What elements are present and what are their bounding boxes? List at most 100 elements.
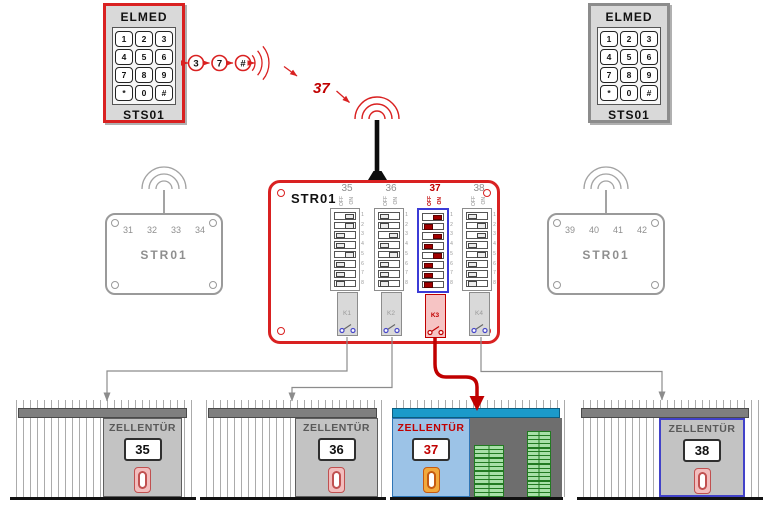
relay-contact-icon — [470, 324, 488, 334]
crate — [527, 464, 551, 481]
left-antenna-icon — [141, 166, 187, 213]
relay-label: K3 — [430, 312, 440, 320]
screw-icon — [209, 281, 217, 289]
dip-switch-7[interactable] — [334, 270, 357, 278]
dip-switch-3[interactable] — [422, 232, 445, 240]
key-hash[interactable]: # — [640, 85, 658, 101]
dip-switch-5[interactable] — [378, 250, 401, 259]
dip-knob — [336, 281, 346, 287]
dip-switch-4[interactable] — [334, 241, 357, 249]
key-4[interactable]: 4 — [115, 49, 133, 65]
key-5[interactable]: 5 — [620, 49, 638, 65]
dip-row-numbers: 1 2 3 4 5 6 7 8 — [361, 212, 364, 286]
door-rail — [581, 408, 749, 418]
key-6[interactable]: 6 — [155, 49, 173, 65]
dip-switch-1[interactable] — [422, 213, 445, 221]
key-0[interactable]: 0 — [620, 85, 638, 101]
dip-switch-6[interactable] — [334, 260, 357, 268]
dip-switch-8[interactable] — [466, 279, 489, 288]
dip-knob — [380, 261, 390, 268]
key-star[interactable]: * — [600, 85, 618, 101]
off-label: OFF — [470, 196, 477, 206]
wire-k4-door38 — [480, 337, 666, 401]
key-3[interactable]: 3 — [155, 31, 173, 47]
dip-switch-7[interactable] — [378, 270, 401, 278]
dip-knob — [389, 252, 399, 258]
dip-switch-7[interactable] — [466, 270, 489, 278]
key-6[interactable]: 6 — [640, 49, 658, 65]
keypad-panel: 1 2 3 4 5 6 7 8 9 * 0 # — [112, 27, 176, 105]
key-star[interactable]: * — [115, 85, 133, 101]
key-1[interactable]: 1 — [600, 31, 618, 47]
key-hash[interactable]: # — [155, 85, 173, 101]
ground-line — [390, 497, 563, 500]
key-7[interactable]: 7 — [115, 67, 133, 83]
dip-switch-6[interactable] — [422, 261, 445, 269]
dip-knob — [424, 243, 434, 250]
relay-k3: K3 — [424, 294, 446, 339]
dip-switch-3[interactable] — [466, 231, 489, 239]
key-8[interactable]: 8 — [135, 67, 153, 83]
dip-switch-3[interactable] — [334, 231, 357, 239]
dip-switch-1[interactable] — [334, 212, 357, 220]
dip-block — [417, 208, 450, 294]
key-3[interactable]: 3 — [640, 31, 658, 47]
dip-knob — [345, 252, 355, 258]
dip-switch-2[interactable] — [334, 221, 357, 230]
dip-knob — [424, 282, 434, 288]
dip-row-numbers: 1 2 3 4 5 6 7 8 — [405, 212, 408, 286]
cell-door-37: ZELLENTÜR 37 — [390, 396, 570, 502]
relay-k2: K2 — [380, 292, 402, 337]
key-2[interactable]: 2 — [135, 31, 153, 47]
relay-k1: K1 — [336, 292, 358, 337]
dip-switch-6[interactable] — [466, 260, 489, 268]
door-handle — [693, 468, 711, 494]
key-0[interactable]: 0 — [135, 85, 153, 101]
dip-switch-8[interactable] — [422, 280, 445, 289]
relay-contact-icon — [338, 324, 356, 334]
receiver-channel-numbers: 31 32 33 34 — [107, 215, 221, 235]
door-number-plate: 36 — [317, 438, 356, 461]
dip-switch-6[interactable] — [378, 260, 401, 268]
dip-row-numbers: 1 2 3 4 5 6 7 8 — [450, 212, 453, 286]
dip-switch-2[interactable] — [466, 221, 489, 230]
dip-legend: OFF ON — [470, 194, 487, 208]
wire-k2-door36 — [288, 337, 393, 402]
key-9[interactable]: 9 — [640, 67, 658, 83]
ground-line — [10, 497, 196, 500]
dip-switch-5[interactable] — [334, 250, 357, 259]
door-handle — [422, 467, 440, 493]
dip-switch-5[interactable] — [422, 251, 445, 260]
dip-switch-2[interactable] — [378, 221, 401, 230]
keypad-sts01-idle: ELMED 1 2 3 4 5 6 7 8 9 * 0 # STS01 — [588, 3, 670, 123]
dip-switch-5[interactable] — [466, 250, 489, 259]
dip-switch-4[interactable] — [422, 242, 445, 250]
dip-switch-7[interactable] — [422, 271, 445, 279]
key-2[interactable]: 2 — [620, 31, 638, 47]
key-8[interactable]: 8 — [620, 67, 638, 83]
dip-switch-2[interactable] — [422, 222, 445, 231]
dip-knob — [433, 253, 443, 259]
dip-switch-1[interactable] — [378, 212, 401, 220]
key-5[interactable]: 5 — [135, 49, 153, 65]
dip-switch-8[interactable] — [334, 279, 357, 288]
dip-switch-4[interactable] — [466, 241, 489, 249]
crate — [527, 431, 551, 448]
key-9[interactable]: 9 — [155, 67, 173, 83]
keypad-brand: ELMED — [120, 10, 168, 24]
channel-number: 41 — [612, 225, 623, 235]
screw-icon — [651, 219, 659, 227]
dip-switch-3[interactable] — [378, 231, 401, 239]
channel-36: 36 OFF ON 1 2 3 4 5 6 7 8 K — [369, 183, 413, 337]
transmitted-code: 37 — [313, 80, 330, 97]
dip-switch-4[interactable] — [378, 241, 401, 249]
relay-contact-icon — [382, 324, 400, 334]
dip-switch-8[interactable] — [378, 279, 401, 288]
dip-switch-1[interactable] — [466, 212, 489, 220]
on-label: ON — [348, 197, 355, 205]
key-4[interactable]: 4 — [600, 49, 618, 65]
channel-number: 38 — [473, 183, 485, 194]
door-panel-38: ZELLENTÜR 38 — [659, 418, 745, 497]
key-1[interactable]: 1 — [115, 31, 133, 47]
key-7[interactable]: 7 — [600, 67, 618, 83]
